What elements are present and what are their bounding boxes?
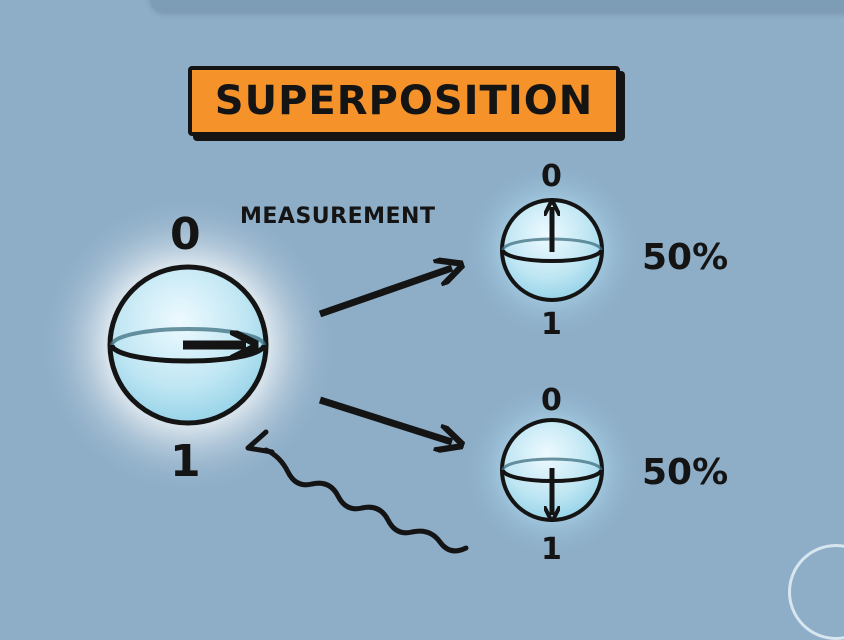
top-strip bbox=[150, 0, 844, 12]
top-outcome-probability: 50% bbox=[642, 237, 729, 278]
top-outcome-zero-label: 0 bbox=[541, 159, 562, 194]
measurement-label: MEASUREMENT bbox=[240, 206, 435, 228]
top-outcome-one-label: 1 bbox=[541, 307, 562, 342]
measurement-arrow-up-icon bbox=[318, 268, 452, 318]
title-text: SUPERPOSITION bbox=[214, 78, 594, 124]
diagram-canvas bbox=[38, 160, 642, 560]
main-state-one-label: 1 bbox=[170, 436, 201, 487]
title-banner: SUPERPOSITION bbox=[188, 66, 620, 136]
main-qubit-sphere bbox=[107, 264, 269, 426]
incoming-photon-wave-icon bbox=[263, 447, 469, 554]
bottom-outcome-one-label: 1 bbox=[541, 532, 562, 567]
measurement-arrow-down-icon bbox=[318, 396, 452, 442]
measurement-label-text: MEASUREMENT bbox=[240, 204, 436, 229]
photon-arrowhead-icon bbox=[245, 429, 275, 455]
main-state-zero-label: 0 bbox=[170, 209, 201, 260]
outcome-sphere-top bbox=[500, 198, 604, 302]
outcome-sphere-bottom bbox=[500, 418, 604, 520]
bottom-outcome-zero-label: 0 bbox=[541, 383, 562, 418]
bottom-outcome-probability: 50% bbox=[642, 452, 729, 493]
